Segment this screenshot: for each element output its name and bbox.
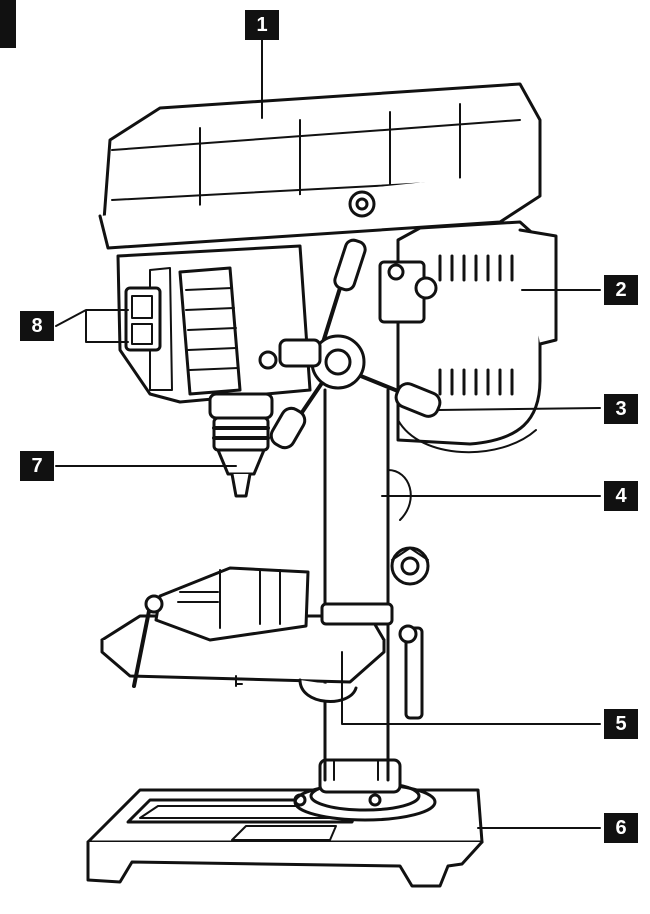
column (323, 388, 390, 782)
callout-4-label: 4 (604, 481, 638, 511)
on-off-switch (124, 286, 162, 352)
column-rack-and-crank (387, 469, 430, 586)
chuck (208, 392, 274, 498)
belt-tension-bracket (378, 260, 438, 324)
leader-lines (55, 39, 601, 829)
motor (396, 220, 558, 454)
callout-6-label: 6 (604, 813, 638, 843)
callout-8-label: 8 (20, 311, 54, 341)
head-housing (98, 82, 542, 250)
table-and-vise (100, 566, 424, 720)
base (86, 758, 484, 888)
spindle-housing (116, 244, 312, 404)
callout-1-label: 1 (245, 10, 279, 40)
callout-7-label: 7 (20, 451, 54, 481)
callout-5-label: 5 (604, 709, 638, 739)
callout-2-label: 2 (604, 275, 638, 305)
callout-3-label: 3 (604, 394, 638, 424)
feed-handles (269, 238, 442, 450)
page-corner-tab (0, 0, 16, 48)
